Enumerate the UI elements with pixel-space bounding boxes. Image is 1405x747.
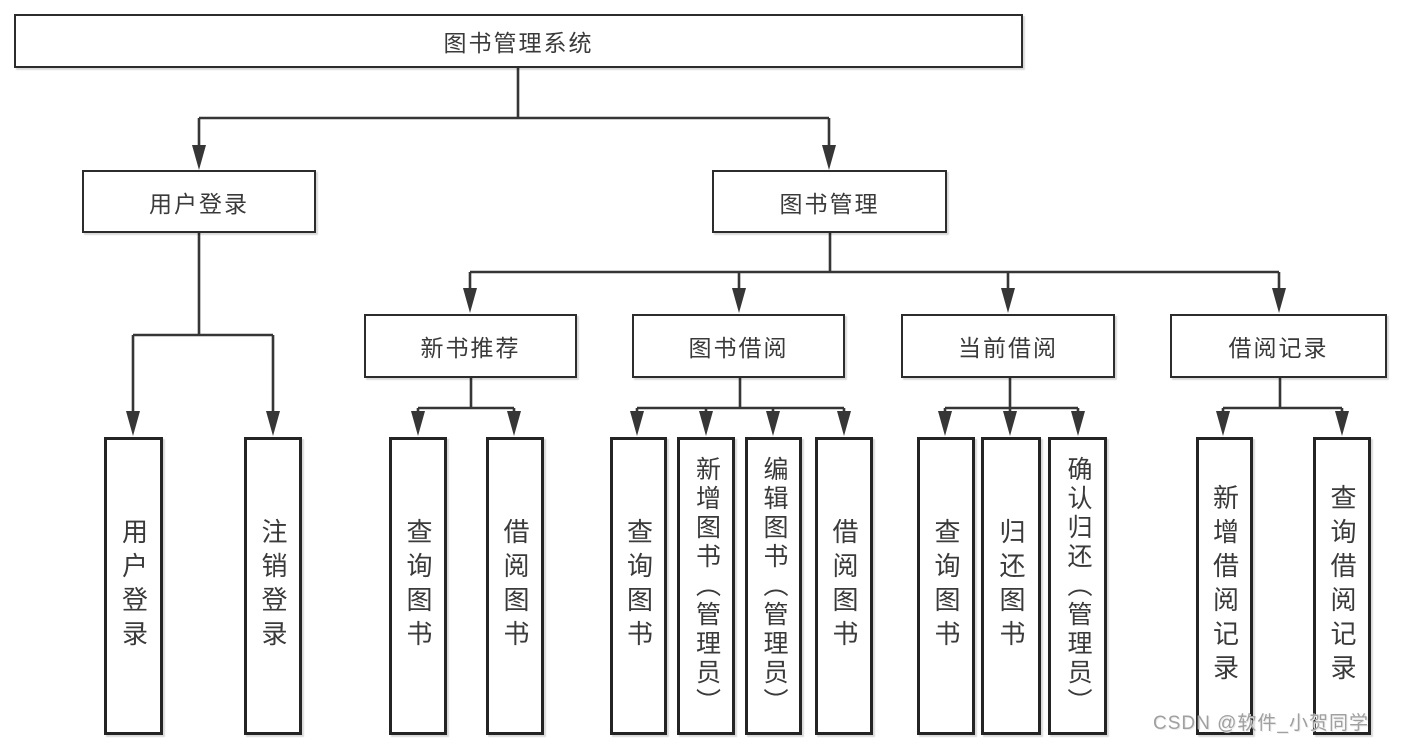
leaf-add-borrow-record: 新增借阅记录 — [1196, 437, 1253, 735]
node-label: 图书管理 — [779, 190, 880, 217]
leaf-borrow-books-recommend: 借阅图书 — [486, 437, 544, 735]
node-label: 图书借阅 — [688, 335, 789, 361]
leaf-label: 确认归还（管理员） — [1064, 455, 1092, 717]
leaf-label: 用户登录 — [118, 518, 149, 654]
leaf-logout-login: 注销登录 — [244, 437, 302, 735]
leaf-label: 新增借阅记录 — [1209, 484, 1240, 688]
leaf-user-login: 用户登录 — [104, 437, 163, 735]
node-label: 当前借阅 — [958, 335, 1058, 361]
leaf-label: 查询图书 — [623, 518, 654, 654]
node-label: 用户登录 — [149, 190, 249, 217]
leaf-query-borrow-record: 查询借阅记录 — [1313, 437, 1371, 735]
leaf-label: 借阅图书 — [500, 518, 530, 654]
leaf-label: 查询图书 — [403, 518, 433, 654]
leaf-edit-book-admin: 编辑图书（管理员） — [745, 437, 802, 735]
leaf-add-book-admin: 新增图书（管理员） — [677, 437, 735, 735]
leaf-query-books-recommend: 查询图书 — [389, 437, 447, 735]
arrowheads — [126, 145, 1349, 436]
node-current-borrowing: 当前借阅 — [901, 314, 1115, 378]
leaf-query-books-current: 查询图书 — [917, 437, 975, 735]
node-borrow-records: 借阅记录 — [1170, 314, 1387, 378]
leaf-borrow-books: 借阅图书 — [815, 437, 873, 735]
leaf-query-books-borrowing: 查询图书 — [610, 437, 667, 735]
leaf-confirm-return-admin: 确认归还（管理员） — [1048, 437, 1107, 735]
node-label: 新书推荐 — [420, 335, 521, 361]
root-label: 图书管理系统 — [443, 30, 594, 56]
node-book-borrowing: 图书借阅 — [632, 314, 845, 378]
node-library-system-root: 图书管理系统 — [14, 14, 1023, 68]
leaf-label: 查询借阅记录 — [1327, 484, 1357, 688]
node-label: 借阅记录 — [1228, 335, 1329, 361]
leaf-label: 查询图书 — [931, 518, 961, 654]
leaf-label: 编辑图书（管理员） — [760, 455, 788, 717]
node-book-management: 图书管理 — [712, 170, 947, 233]
leaf-return-books: 归还图书 — [981, 437, 1041, 735]
leaf-label: 借阅图书 — [829, 518, 859, 654]
leaf-label: 注销登录 — [258, 518, 288, 654]
watermark: CSDN @软件_小贺同学 — [1153, 713, 1369, 734]
node-user-login: 用户登录 — [82, 170, 316, 233]
leaf-label: 归还图书 — [996, 518, 1026, 654]
node-new-book-recommend: 新书推荐 — [364, 314, 577, 378]
leaf-label: 新增图书（管理员） — [692, 455, 721, 717]
